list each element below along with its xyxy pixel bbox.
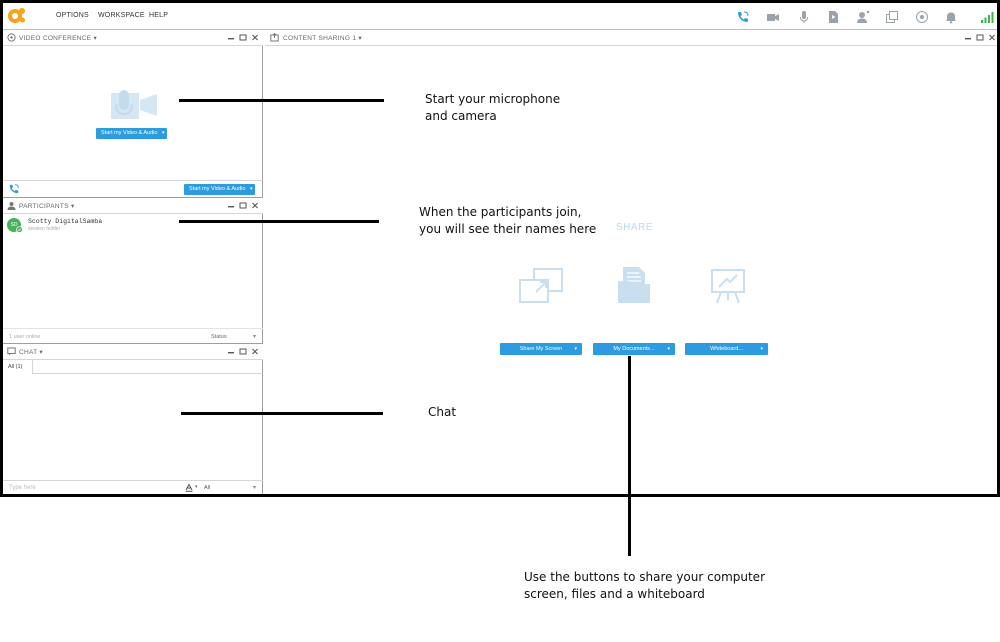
annotation-chat: Chat <box>428 405 457 419</box>
video-conference-panel: VIDEO CONFERENCE ▾ Start my Video & Audi… <box>3 30 263 198</box>
record-icon[interactable] <box>915 10 929 24</box>
video-panel-title[interactable]: VIDEO CONFERENCE ▾ <box>19 35 98 42</box>
chevron-down-icon[interactable]: ▾ <box>253 334 257 340</box>
chat-input-bar: Type here ▾ All ▾ <box>3 480 263 494</box>
participant-row[interactable]: SD Scotty DigitalSamba session holder <box>3 216 263 234</box>
microphone-icon[interactable] <box>797 10 811 24</box>
participants-panel: PARTICIPANTS ▾ SD Scotty DigitalSamba se… <box>3 198 263 344</box>
share-heading: SHARE <box>616 222 653 233</box>
recipient-select[interactable]: All <box>204 485 211 491</box>
whiteboard-icon <box>711 269 745 304</box>
participants-panel-title[interactable]: PARTICIPANTS ▾ <box>19 203 75 210</box>
video-panel-footer: Start my Video & Audio▾ <box>3 180 263 198</box>
tab-all[interactable]: All (1) <box>3 360 33 374</box>
phone-icon[interactable] <box>736 10 750 24</box>
camera-icon[interactable] <box>766 10 780 24</box>
user-count: 1 user online <box>9 334 41 340</box>
close-icon[interactable] <box>251 347 259 356</box>
participants-footer: 1 user online Status ▾ <box>3 328 263 344</box>
text-format-icon[interactable] <box>185 484 194 492</box>
maximize-icon[interactable] <box>239 347 247 356</box>
video-panel-header: VIDEO CONFERENCE ▾ <box>3 30 263 46</box>
maximize-icon[interactable] <box>976 33 984 42</box>
minimize-icon[interactable] <box>964 33 972 42</box>
phone-icon[interactable] <box>8 183 20 195</box>
maximize-icon[interactable] <box>239 201 247 210</box>
content-panel-title[interactable]: CONTENT SHARING 1 ▾ <box>283 35 362 42</box>
content-panel-header: CONTENT SHARING 1 ▾ <box>265 30 997 46</box>
signal-icon <box>980 10 994 24</box>
menu-help[interactable]: HELP <box>149 12 169 19</box>
app-logo-icon[interactable] <box>7 6 27 26</box>
chat-input[interactable]: Type here <box>9 485 36 491</box>
video-placeholder-icon <box>111 90 157 119</box>
user-icon[interactable] <box>856 10 870 24</box>
chevron-down-icon[interactable]: ▾ <box>253 485 257 491</box>
folder-icon <box>618 267 650 303</box>
share-icon <box>270 33 279 42</box>
close-icon[interactable] <box>251 33 259 42</box>
chat-tabs: All (1) <box>3 360 263 374</box>
status-dropdown[interactable]: Status <box>211 334 227 340</box>
start-video-audio-footer-button[interactable]: Start my Video & Audio▾ <box>184 184 256 195</box>
annotation-share: Use the buttons to share your computer s… <box>524 570 765 601</box>
chat-panel-title[interactable]: CHAT ▾ <box>19 349 43 356</box>
minimize-icon[interactable] <box>227 33 235 42</box>
annotation-participants: When the participants join, you will see… <box>419 205 597 236</box>
maximize-icon[interactable] <box>239 33 247 42</box>
close-icon[interactable] <box>251 201 259 210</box>
annotation-line-camera <box>179 99 384 102</box>
close-icon[interactable] <box>988 33 996 42</box>
menu-options[interactable]: OPTIONS <box>56 12 89 19</box>
share-screen-button[interactable]: Share My Screen▾ <box>500 343 582 355</box>
video-panel-icon <box>7 33 16 42</box>
app-window: OPTIONS WORKSPACE HELP <box>0 0 1000 497</box>
status-check-icon <box>16 226 23 233</box>
participant-role: session holder <box>28 226 61 232</box>
content-sharing-panel: CONTENT SHARING 1 ▾ SHARE Share My Scree… <box>265 30 997 494</box>
participants-panel-header: PARTICIPANTS ▾ <box>3 198 263 214</box>
document-icon[interactable] <box>826 10 840 24</box>
my-documents-button[interactable]: My Documents...▾ <box>593 343 675 355</box>
top-toolbar: OPTIONS WORKSPACE HELP <box>3 3 997 30</box>
whiteboard-button[interactable]: Whiteboard...▾ <box>685 343 768 355</box>
minimize-icon[interactable] <box>227 347 235 356</box>
minimize-icon[interactable] <box>227 201 235 210</box>
chat-panel: CHAT ▾ All (1) Type here ▾ All ▾ <box>3 344 263 494</box>
bell-icon[interactable] <box>944 10 958 24</box>
annotation-line-share <box>628 356 631 556</box>
start-video-audio-button[interactable]: Start my Video & Audio▾ <box>96 128 168 139</box>
screen-share-icon <box>519 268 563 303</box>
menu-workspace[interactable]: WORKSPACE <box>98 12 145 19</box>
chat-panel-header: CHAT ▾ <box>3 344 263 360</box>
layout-icon[interactable] <box>885 10 899 24</box>
annotation-line-participants <box>179 220 379 223</box>
left-column: VIDEO CONFERENCE ▾ Start my Video & Audi… <box>3 30 263 494</box>
annotation-line-chat <box>181 412 383 415</box>
chevron-down-icon[interactable]: ▾ <box>195 484 198 490</box>
annotation-camera: Start your microphone and camera <box>425 92 561 123</box>
participant-name: Scotty DigitalSamba <box>28 218 103 225</box>
user-icon <box>7 202 16 210</box>
chat-icon <box>7 347 16 356</box>
